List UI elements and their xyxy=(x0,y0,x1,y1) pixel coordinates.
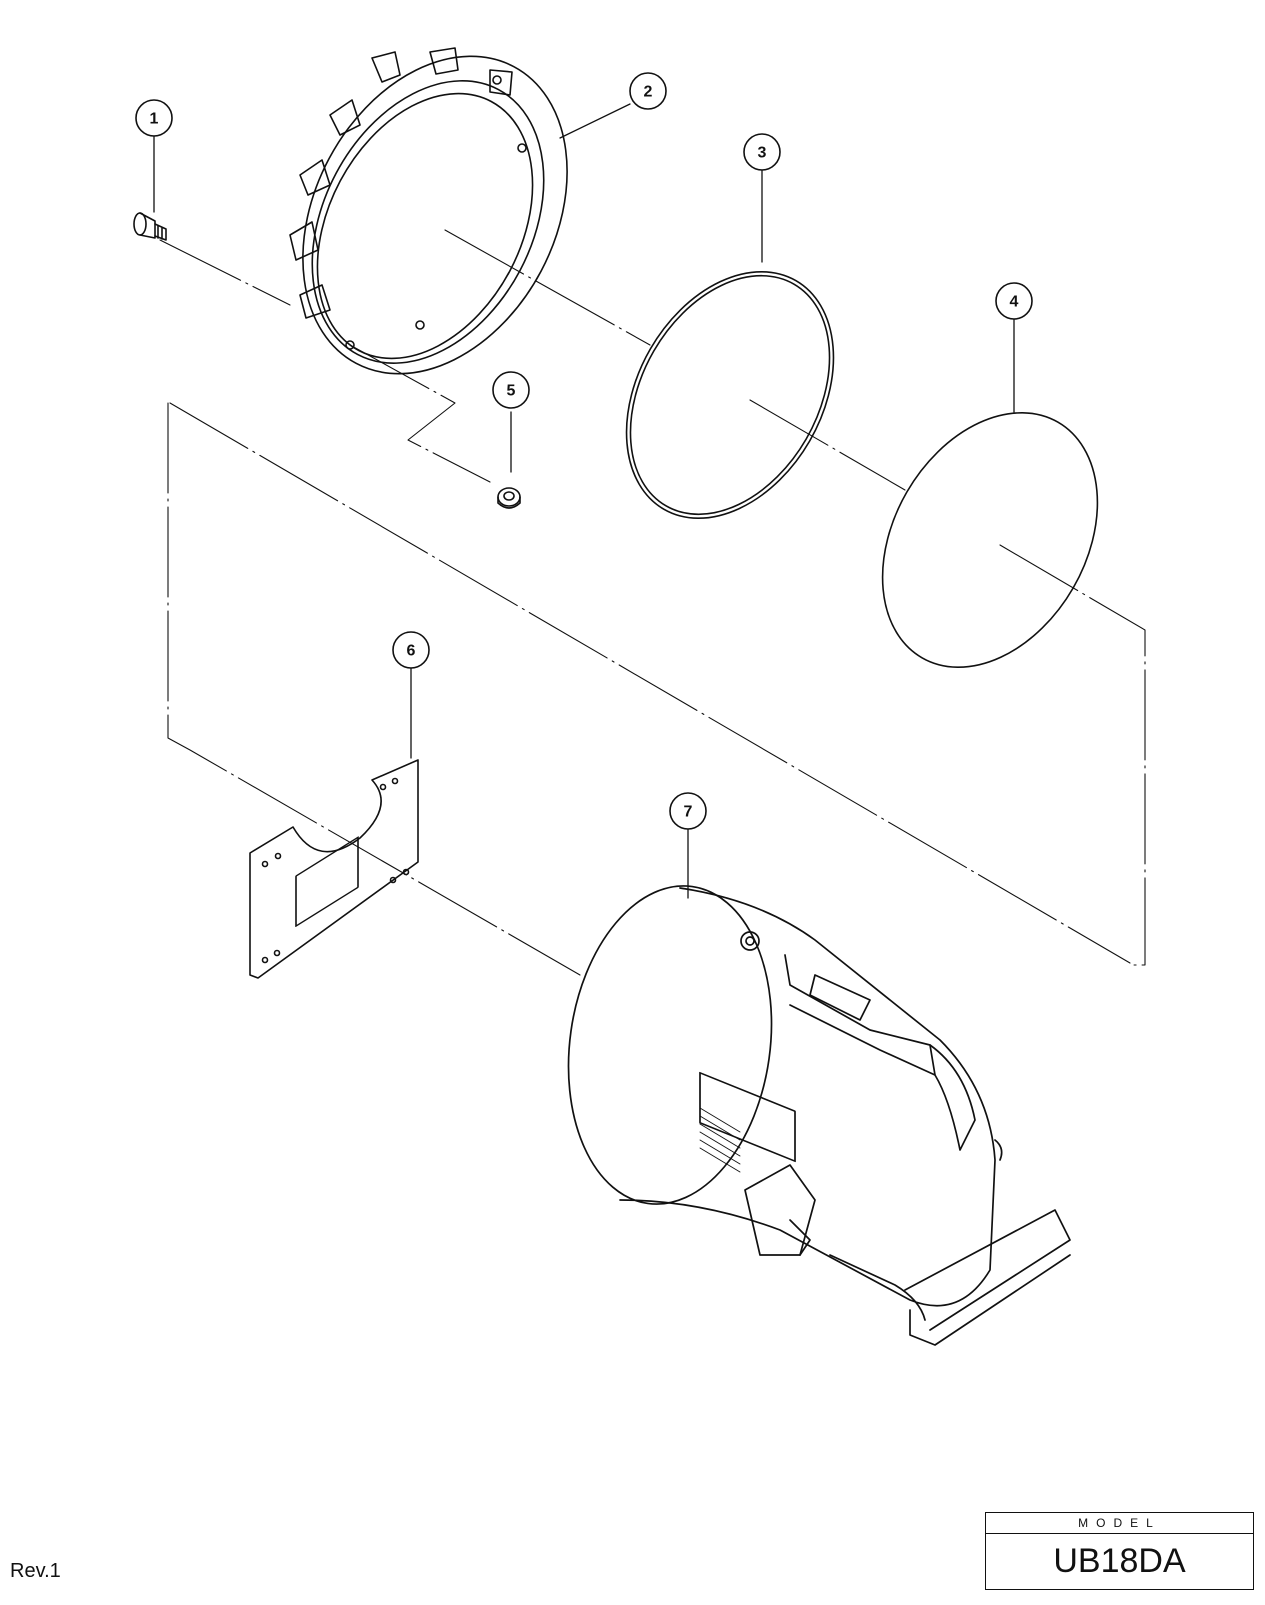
model-label: MODEL xyxy=(986,1513,1253,1534)
part-5-nut xyxy=(497,487,521,509)
callout-number-2: 2 xyxy=(644,84,653,101)
assembly-line-lens-2 xyxy=(749,399,906,491)
callout-number-3: 3 xyxy=(758,145,767,162)
revision-label: Rev.1 xyxy=(10,1560,61,1582)
callout-circle-4 xyxy=(995,282,1033,320)
part-2-front-ring xyxy=(289,47,568,375)
callout-circle-2 xyxy=(629,72,667,110)
leader-lines xyxy=(153,103,1015,899)
assembly-line-screw xyxy=(159,239,291,306)
callout-number-5: 5 xyxy=(507,383,516,400)
callout-number-7: 7 xyxy=(684,804,693,821)
assembly-line-left xyxy=(167,402,581,976)
callout-circle-7 xyxy=(669,792,707,830)
callout-number-4: 4 xyxy=(1010,294,1019,311)
callout-circles xyxy=(135,72,1033,830)
callout-circle-3 xyxy=(743,133,781,171)
assembly-lines xyxy=(159,229,1146,976)
assembly-line-lens-1 xyxy=(444,229,651,346)
callout-number-6: 6 xyxy=(407,643,416,660)
part-1-screw xyxy=(133,212,167,241)
leader-2 xyxy=(559,103,631,139)
callout-circle-5 xyxy=(492,371,530,409)
assembly-line-ring-nut xyxy=(349,344,491,483)
model-value: UB18DA xyxy=(1053,1542,1186,1580)
assembly-line-diagonal xyxy=(169,402,1131,964)
callout-circle-6 xyxy=(392,631,430,669)
model-box: MODEL UB18DA xyxy=(985,1512,1254,1590)
callout-circle-1 xyxy=(135,99,173,137)
assembly-line-right xyxy=(999,544,1146,966)
callout-number-1: 1 xyxy=(150,111,159,128)
part-4-lens xyxy=(881,412,1099,668)
part-7-lamp-body xyxy=(567,885,1071,1346)
part-6-plate xyxy=(249,759,419,979)
part-3-o-ring xyxy=(625,270,835,520)
